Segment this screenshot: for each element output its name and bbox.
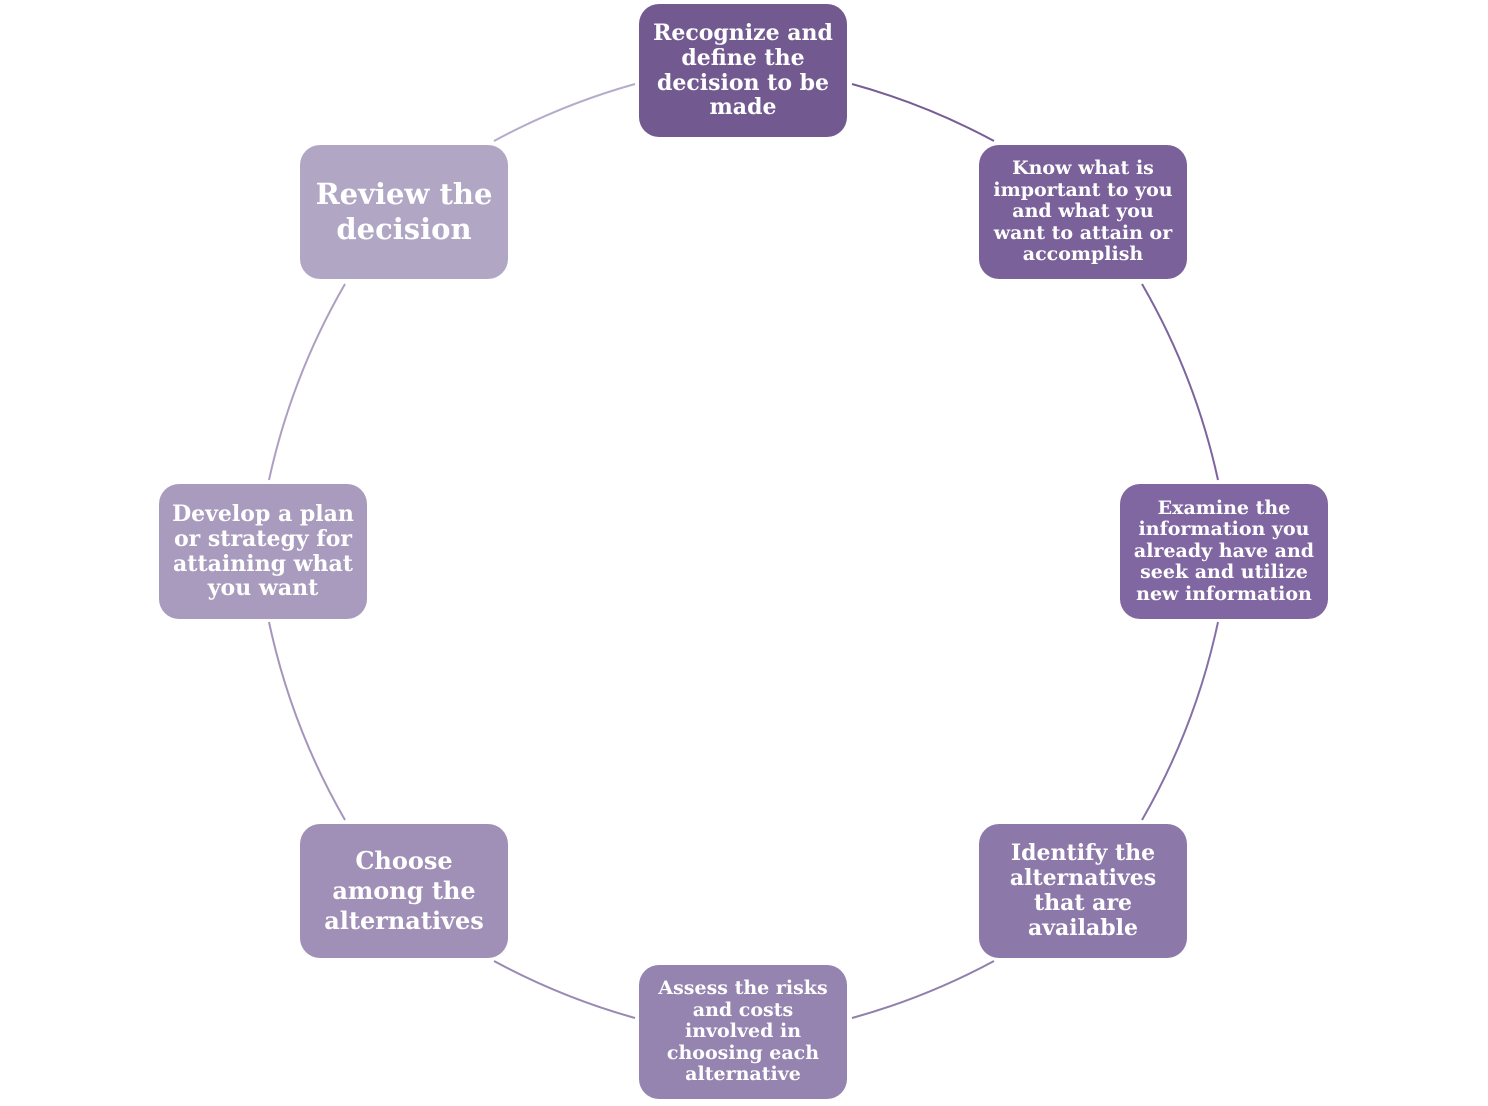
step-assess-risks: Assess the risks and costs involved in c… xyxy=(639,965,847,1099)
connector-arc-3-4 xyxy=(1141,621,1219,821)
connector-arc-8-1 xyxy=(493,83,636,142)
connector-arc-4-5 xyxy=(851,960,995,1019)
connector-arc-6-7 xyxy=(268,621,346,821)
step-examine-information: Examine the information you already have… xyxy=(1120,484,1328,619)
step-know-important: Know what is important to you and what y… xyxy=(979,145,1187,279)
connector-arc-1-2 xyxy=(851,83,995,142)
step-identify-alternatives: Identify the alternatives that are avail… xyxy=(979,824,1187,958)
step-develop-plan: Develop a plan or strategy for attaining… xyxy=(159,484,367,619)
step-recognize-define: Recognize and define the decision to be … xyxy=(639,4,847,137)
step-label: Identify the alternatives that are avail… xyxy=(1009,840,1157,941)
step-label: Review the decision xyxy=(315,177,493,246)
connector-arc-7-8 xyxy=(268,283,346,481)
step-choose-alternatives: Choose among the alternatives xyxy=(300,824,508,958)
connector-arc-2-3 xyxy=(1141,283,1219,481)
step-label: Assess the risks and costs involved in c… xyxy=(658,977,828,1086)
step-label: Know what is important to you and what y… xyxy=(993,157,1173,266)
step-label: Recognize and define the decision to be … xyxy=(653,19,833,121)
step-label: Examine the information you already have… xyxy=(1133,496,1315,605)
step-label: Develop a plan or strategy for attaining… xyxy=(172,500,354,602)
step-label: Choose among the alternatives xyxy=(324,846,484,935)
connector-arc-5-6 xyxy=(493,960,636,1019)
step-review-decision: Review the decision xyxy=(300,145,508,279)
